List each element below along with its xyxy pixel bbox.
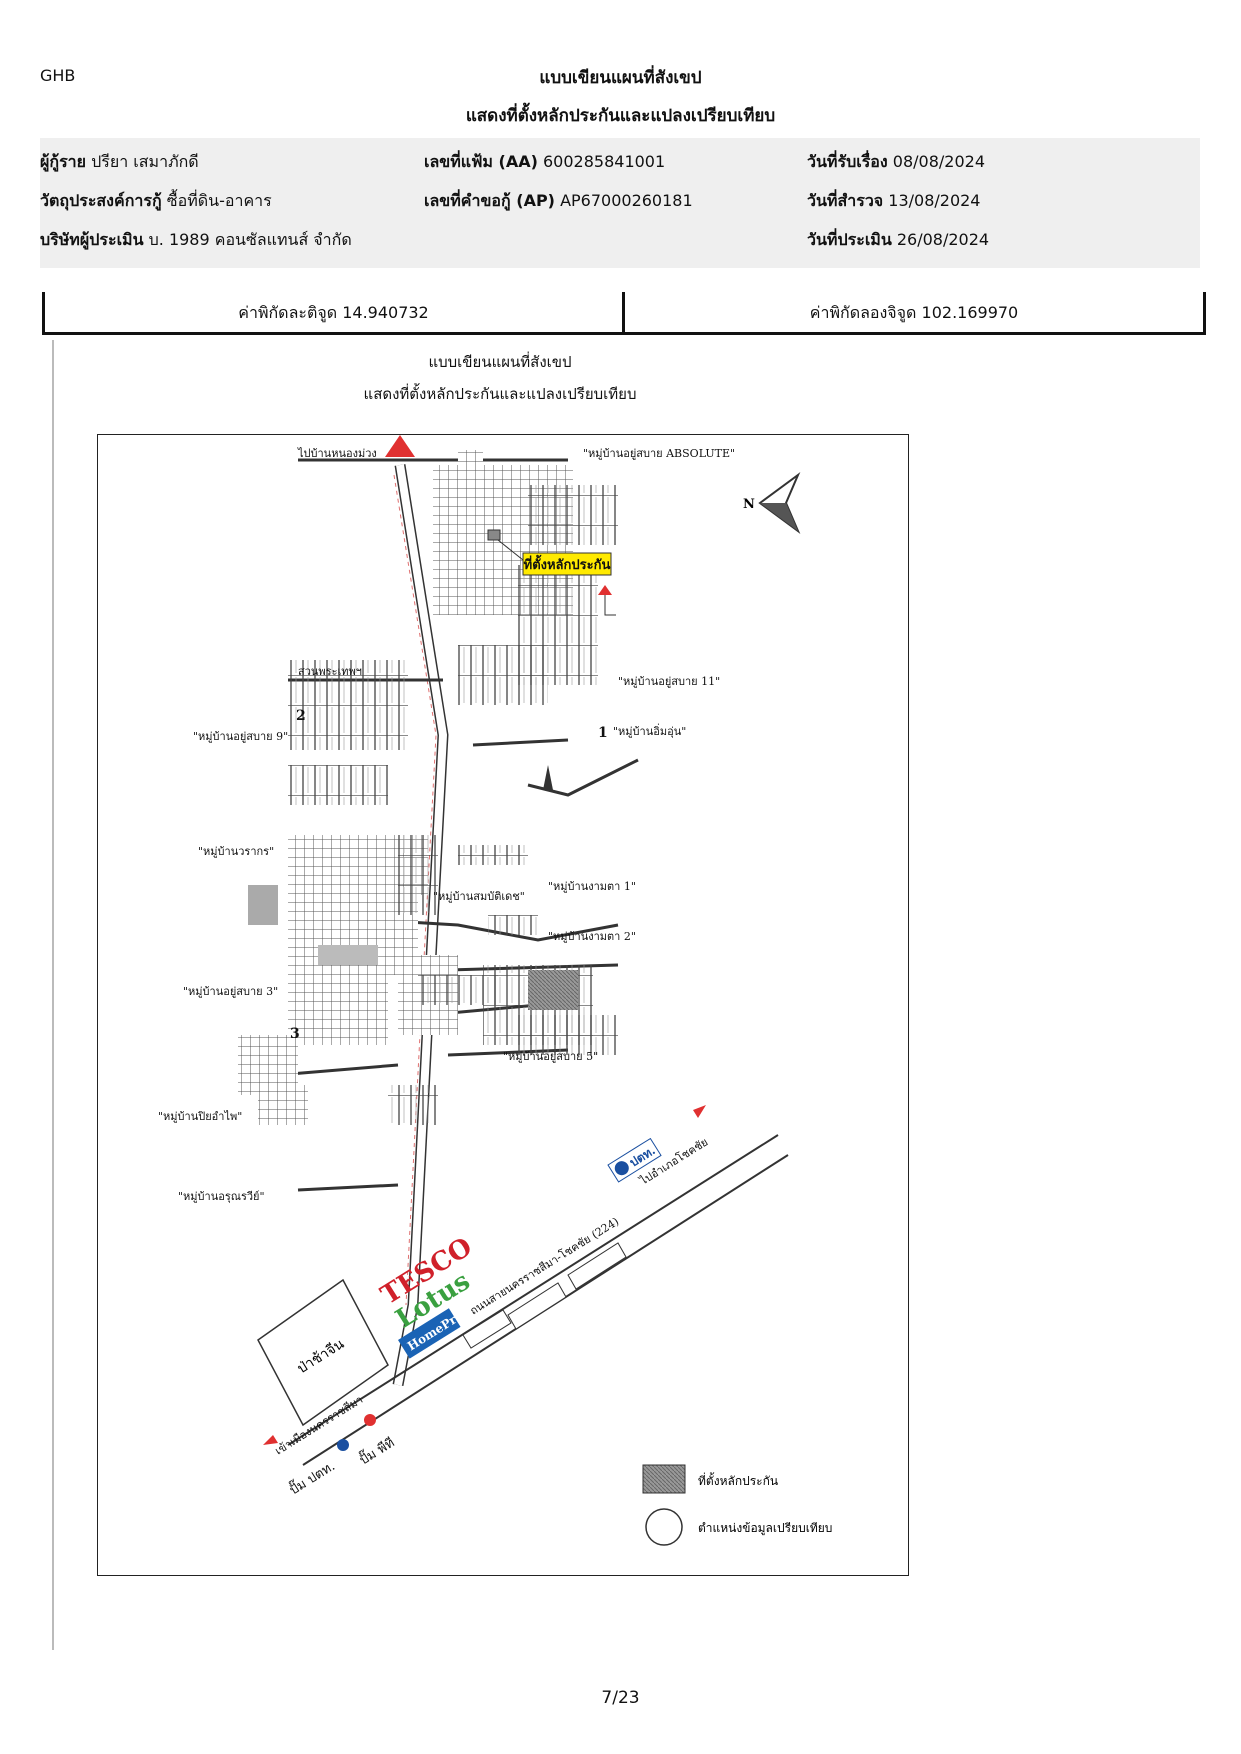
east-road-arrow xyxy=(598,585,612,595)
label-m11: "หมู่บ้านอยู่สบาย 11" xyxy=(618,675,720,688)
coordinate-box: ค่าพิกัดละติจูด 14.940732 ค่าพิกัดลองจิจ… xyxy=(42,292,1206,335)
application-no-field: เลขที่คำขอกู้ (AP) AP67000260181 xyxy=(424,191,693,210)
label-m3: "หมู่บ้านอยู่สบาย 3" xyxy=(183,985,278,998)
label-ptt-pump: ปั๊ม ปตท. xyxy=(286,1456,338,1498)
file-no-field: เลขที่แฟ้ม (AA) 600285841001 xyxy=(424,152,666,171)
legend-comparable-swatch xyxy=(645,1508,683,1546)
label-worakorn: "หมู่บ้านวรากร" xyxy=(198,845,274,858)
label-pt-pump: ปั๊ม พีที xyxy=(356,1433,398,1468)
legend-comparable: ตำแหน่งข้อมูลเปรียบเทียบ xyxy=(698,1521,832,1536)
map-title: แบบเขียนแผนที่สังเขป xyxy=(428,353,572,371)
svg-text:N: N xyxy=(743,497,755,512)
org-name: GHB xyxy=(40,66,76,85)
label-park: สวนพระเทพฯ xyxy=(298,665,362,678)
north-road-arrow xyxy=(385,435,415,457)
map-legend: ที่ตั้งหลักประกัน ตำแหน่งข้อมูลเปรียบเที… xyxy=(642,1464,832,1546)
label-to-nong: ไปบ้านหนองม่วง xyxy=(297,447,377,460)
collateral-callout-box xyxy=(522,552,612,576)
map-frame: ที่ตั้งหลักประกัน N TESCO Lotus HomePro … xyxy=(97,434,909,1576)
info-panel: ผู้กู้ราย ปรียา เสมาภักดี เลขที่แฟ้ม (AA… xyxy=(40,138,1200,268)
purpose-field: วัตถุประสงค์การกู้ ซื้อที่ดิน-อาคาร xyxy=(40,191,272,210)
collateral-marker xyxy=(487,529,501,541)
appraisal-date-field: วันที่ประเมิน 26/08/2024 xyxy=(807,230,990,249)
label-m9: "หมู่บ้านอยู่สบาย 9" xyxy=(193,730,288,743)
sketch-map: ที่ตั้งหลักประกัน N TESCO Lotus HomePro … xyxy=(158,435,832,1546)
collateral-callout: ที่ตั้งหลักประกัน xyxy=(524,554,611,573)
label-m5: "หมู่บ้านอยู่สบาย 5" xyxy=(503,1050,598,1063)
chokchai-arrow xyxy=(693,1105,706,1118)
label-num2: 2 xyxy=(296,708,306,724)
label-oomun: "หมู่บ้านอิ่มอุ่น" xyxy=(613,723,686,738)
cemetery-area xyxy=(257,1278,389,1427)
label-ngamta1: "หมู่บ้านงามตา 1" xyxy=(548,880,636,893)
legend-collateral: ที่ตั้งหลักประกัน xyxy=(698,1472,778,1488)
label-arun: "หมู่บ้านอรุณรวีย์" xyxy=(178,1190,265,1203)
pt-pump-icon xyxy=(364,1414,376,1426)
legend-collateral-swatch xyxy=(642,1464,686,1494)
temple-icon xyxy=(543,765,553,790)
label-num3: 3 xyxy=(290,1026,300,1042)
coordinate-divider xyxy=(622,292,625,332)
page-title: แบบเขียนแผนที่สังเขป xyxy=(539,68,702,88)
housing-estates xyxy=(238,450,618,1125)
longitude: ค่าพิกัดลองจิจูด 102.169970 xyxy=(809,303,1019,322)
label-absolute: "หมู่บ้านอยู่สบาย ABSOLUTE" xyxy=(583,447,735,460)
map-subtitle: แสดงที่ตั้งหลักประกันและแปลงเปรียบเทียบ xyxy=(363,385,637,403)
ptt-pump-icon xyxy=(337,1439,349,1451)
received-date-field: วันที่รับเรื่อง 08/08/2024 xyxy=(807,152,986,171)
margin-line xyxy=(52,340,54,1650)
label-sombat: "หมู่บ้านสมบัติเดช" xyxy=(433,890,525,903)
page-number: 7/23 xyxy=(601,1688,640,1708)
borrower-field: ผู้กู้ราย ปรียา เสมาภักดี xyxy=(40,152,199,171)
compass-icon: N xyxy=(743,472,801,534)
label-piya: "หมู่บ้านปิยอำไพ" xyxy=(158,1110,242,1123)
latitude: ค่าพิกัดละติจูด 14.940732 xyxy=(238,303,429,322)
survey-date-field: วันที่สำรวจ 13/08/2024 xyxy=(807,191,981,210)
label-num1: 1 xyxy=(598,725,608,741)
page-subtitle: แสดงที่ตั้งหลักประกันและแปลงเปรียบเทียบ xyxy=(465,106,776,126)
highway-shops xyxy=(462,1242,627,1349)
appraiser-field: บริษัทผู้ประเมิน บ. 1989 คอนซัลแทนส์ จำก… xyxy=(40,230,352,249)
label-ngamta2: "หมู่บ้านงามตา 2" xyxy=(548,930,636,943)
korat-arrow xyxy=(263,1435,278,1445)
